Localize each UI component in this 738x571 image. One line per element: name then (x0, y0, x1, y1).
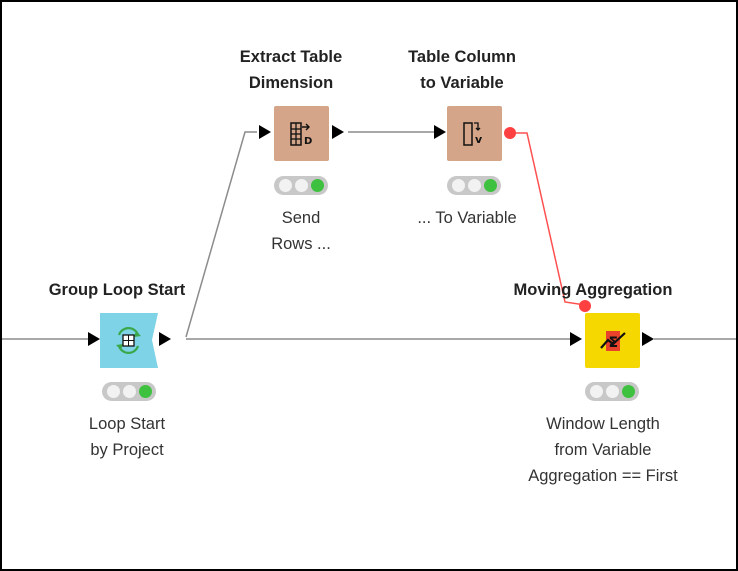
extract-out-port[interactable] (332, 125, 344, 139)
variable-in-port[interactable] (579, 300, 591, 312)
moving-aggregation-status-indicator (585, 382, 639, 401)
moving-aggregation-title: Moving Aggregation (513, 281, 673, 299)
column-to-variable-icon: v (462, 121, 483, 146)
caption-line: Rows ... (271, 235, 331, 253)
status-light-green (621, 385, 635, 398)
title-line: Dimension (248, 74, 334, 92)
moving-agg-in-port[interactable] (570, 332, 582, 346)
moving-agg-out-port[interactable] (642, 332, 654, 346)
moving-aggregation-icon: Σ (599, 330, 626, 351)
column-to-var-in-port[interactable] (434, 125, 446, 139)
loop-start-status-indicator (102, 382, 156, 401)
status-light-yellow (605, 385, 619, 398)
extract-table-dimension-caption[interactable]: Send Rows ... (226, 205, 376, 257)
moving-aggregation-caption[interactable]: Window Length from Variable Aggregation … (493, 411, 713, 489)
title-line: to Variable (420, 74, 504, 92)
caption-line: ... To Variable (417, 209, 517, 227)
svg-text:v: v (475, 133, 483, 146)
group-loop-start-node[interactable] (100, 313, 158, 368)
group-loop-start-title: Group Loop Start (48, 281, 186, 299)
column-to-variable-status-indicator (447, 176, 501, 195)
caption-line: Aggregation == First (528, 467, 678, 485)
status-light-green (483, 179, 497, 192)
caption-line: Window Length (546, 415, 660, 433)
caption-line: from Variable (554, 441, 652, 459)
status-light-yellow (467, 179, 481, 192)
status-light-yellow (122, 385, 136, 398)
status-light-red (278, 179, 292, 192)
group-loop-start-caption[interactable]: Loop Start by Project (52, 411, 202, 463)
extract-in-port[interactable] (259, 125, 271, 139)
extract-table-dimension-title: Extract Table Dimension (216, 44, 366, 96)
table-column-to-variable-node[interactable]: v (447, 106, 502, 161)
status-light-red (106, 385, 120, 398)
table-column-to-variable-caption[interactable]: ... To Variable (392, 205, 542, 231)
extract-table-dimension-node[interactable]: D (274, 106, 329, 161)
status-light-red (451, 179, 465, 192)
title-line: Extract Table (239, 48, 343, 66)
status-light-red (589, 385, 603, 398)
status-light-green (138, 385, 152, 398)
loop-start-icon (100, 313, 158, 368)
loop-start-in-port[interactable] (88, 332, 100, 346)
moving-aggregation-node[interactable]: Σ (585, 313, 640, 368)
status-light-green (310, 179, 324, 192)
variable-out-port[interactable] (504, 127, 516, 139)
caption-line: Send (281, 209, 321, 227)
title-line: Table Column (408, 48, 516, 66)
caption-line: by Project (90, 441, 164, 459)
status-light-yellow (294, 179, 308, 192)
connection-loop-to-extract[interactable] (185, 131, 257, 338)
loop-start-out-port[interactable] (159, 332, 171, 346)
svg-text:D: D (304, 136, 312, 147)
table-dimension-icon: D (289, 121, 312, 147)
caption-line: Loop Start (88, 415, 166, 433)
table-column-to-variable-title: Table Column to Variable (387, 44, 537, 96)
variable-connection[interactable] (510, 132, 586, 306)
extract-status-indicator (274, 176, 328, 195)
